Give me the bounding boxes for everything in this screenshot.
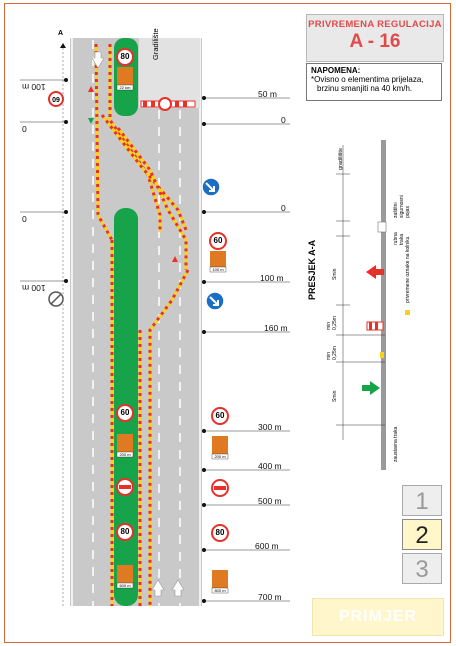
section-dim-min-2: min 0,25m: [326, 346, 338, 360]
temp-marking-legend-swatch: [405, 310, 410, 315]
note-line-1: *Ovisno o elementima prijelaza,: [311, 75, 424, 84]
note-box: NAPOMENA: *Ovisno o elementima prijelaza…: [306, 63, 442, 101]
note-title: NAPOMENA:: [311, 66, 361, 75]
distance-600m: 600 m: [255, 541, 279, 551]
speed-60-sign-100m: [209, 232, 227, 250]
section-label-worksite: gradilište: [338, 147, 344, 170]
lane-dashes: [92, 40, 181, 606]
section-temp-marking: [380, 352, 384, 358]
variant-selector-2[interactable]: 2: [402, 519, 442, 550]
median-speed-60-sign: [116, 404, 134, 422]
distance-400m: 400 m: [258, 461, 282, 471]
right-lane-sign-400m: [212, 436, 228, 454]
page-frame: [4, 3, 451, 643]
median-lane-sign-400m: [117, 434, 133, 452]
plate-22km-text: 22 km: [119, 85, 131, 90]
section-dim-min-1: min 0,25m: [326, 316, 338, 330]
median-speed-80-sign: [116, 48, 134, 66]
section-label-edge-strip: rubna traka: [393, 232, 405, 245]
example-label: PRIMJER: [312, 598, 444, 636]
median-direction-sign: [117, 67, 133, 85]
distance-50m: 50 m: [258, 89, 277, 99]
left-distance-0-a: 0: [22, 124, 27, 134]
section-marker-label: A: [58, 30, 64, 37]
section-arrow-red: [366, 265, 384, 279]
distance-100m: 100 m: [260, 273, 284, 283]
distance-markers-left: [20, 79, 66, 282]
left-speed-60-sign: [48, 91, 64, 107]
section-dimension-lines: [336, 145, 385, 440]
median-sign-80-lower-text: 80: [120, 527, 130, 536]
section-title: PRESJEK A-A: [307, 239, 317, 300]
section-label-temp-markings: privremene oznake na kolniku: [405, 236, 411, 303]
worksite-label: Gradilište: [151, 28, 160, 60]
lane-change-sign-100m: [210, 251, 226, 267]
right-sign-80-text: 80: [215, 528, 225, 537]
no-entry-sign-worksite: [158, 97, 172, 111]
left-distance-100m-bottom: 100 m: [22, 283, 46, 293]
right-sign-60-100m-text: 60: [213, 236, 223, 245]
note-line-2: brzinu smanjiti na 40 km/h.: [317, 84, 413, 93]
variant-selector-1[interactable]: 1: [402, 485, 442, 516]
section-label-protective-zone: zaštitni sigurnosni pojas: [393, 195, 411, 218]
section-edge-element: [377, 221, 387, 233]
left-distance-0-b: 0: [22, 214, 27, 224]
distance-300m: 300 m: [258, 422, 282, 432]
distance-0-b: 0: [281, 203, 286, 213]
title-box: PRIVREMENA REGULACIJA A - 16: [306, 14, 444, 62]
median-sign-60-text: 60: [120, 408, 130, 417]
plate-200m-right-text: 200 m: [214, 454, 226, 459]
section-label-stop-lane: zaustavna traka: [393, 426, 399, 462]
distance-160m: 160 m: [264, 323, 288, 333]
right-speed-80-sign: [211, 524, 229, 542]
right-sign-60-text: 60: [215, 411, 225, 420]
plate-800m-text: 800 m: [214, 588, 226, 593]
plate-200m-median-text: 200 m: [119, 452, 131, 457]
distance-dots-right: [202, 96, 206, 603]
distance-500m: 500 m: [258, 496, 282, 506]
plate-600m-text: 600 m: [119, 583, 131, 588]
median-lane-sign-700m: [117, 565, 133, 583]
title: PRIVREMENA REGULACIJA: [308, 19, 442, 30]
section-dim-smin-1: Smin: [332, 268, 338, 280]
distance-700m: 700 m: [258, 592, 282, 602]
distance-markers-right: [206, 97, 290, 602]
plate-100m-text: 100 m: [212, 267, 224, 272]
direction-arrows: [88, 86, 178, 262]
median-sign-80-text: 80: [120, 52, 130, 61]
left-sign-60-text: 60: [52, 95, 60, 102]
left-distance-100m-top: 100 m: [22, 82, 46, 92]
section-arrow-green: [362, 381, 380, 395]
distance-0-a: 0: [281, 115, 286, 125]
worksite-area: [139, 38, 200, 108]
right-lane-sign-700m: [212, 570, 228, 588]
variant-selector-3[interactable]: 3: [402, 553, 442, 584]
right-speed-60-sign: [211, 407, 229, 425]
lane-arrows-top: [91, 51, 185, 597]
distance-dots-left: [64, 78, 68, 283]
section-dim-smin-2: Smin: [332, 390, 338, 402]
crossover-barriers: [94, 43, 190, 606]
median-speed-80-lower-sign: [116, 523, 134, 541]
regulation-code: A - 16: [349, 31, 401, 52]
